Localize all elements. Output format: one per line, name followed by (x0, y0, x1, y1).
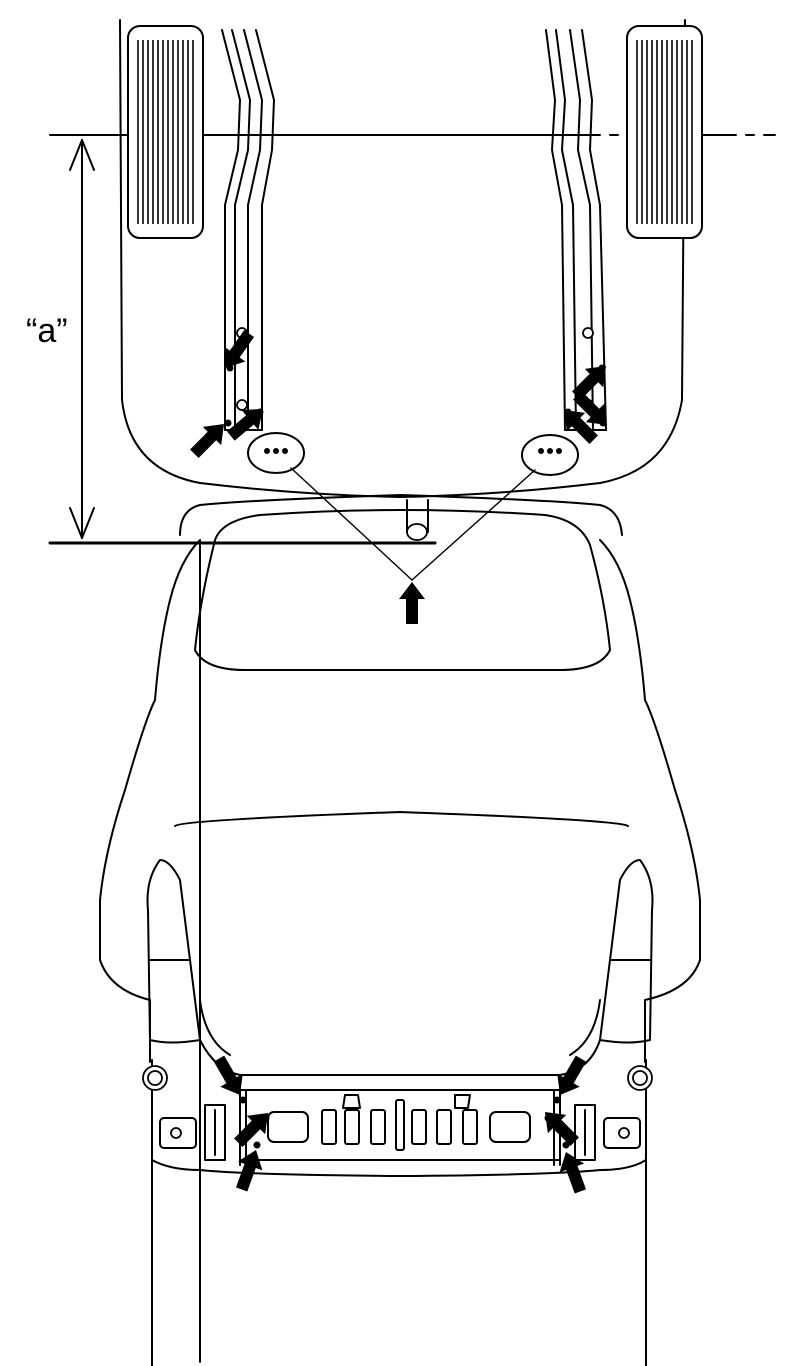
left-tail-lamp (146, 859, 201, 1044)
arrow-icon (572, 366, 606, 400)
arrow-icon (557, 1055, 587, 1095)
tow-hook (406, 499, 429, 541)
left-frame-rail (221, 29, 275, 431)
left-floor-pad (127, 25, 204, 239)
rear-panel (239, 1089, 561, 1166)
arrow-icon (235, 1150, 263, 1192)
arrow-icon (190, 424, 224, 458)
arrow-icon (399, 582, 425, 624)
rear-body-outline (99, 539, 201, 1363)
callout-arrows-bottom (213, 1055, 587, 1194)
arrow-icon (226, 409, 263, 441)
right-weld-group (521, 434, 579, 476)
rear-elevation-view (99, 494, 701, 1366)
arrow-icon (545, 1112, 579, 1146)
arrow-icon (234, 1113, 268, 1147)
arrow-icon (224, 330, 255, 368)
underbody-plan-view: “a” (26, 19, 776, 624)
rear-body-outline (119, 19, 686, 498)
right-tail-lamp (599, 859, 654, 1044)
arrow-icon (69, 507, 95, 539)
arrow-icon (573, 391, 607, 425)
callout-arrows-top (190, 330, 607, 624)
right-floor-pad (626, 25, 703, 239)
rear-window (194, 509, 611, 671)
left-weld-group (247, 432, 305, 474)
arrow-icon (213, 1055, 243, 1095)
arrow-icon (559, 1152, 587, 1194)
callout-leaders (290, 467, 536, 581)
dimension-label: “a” (26, 312, 68, 350)
bumper-lower (199, 1169, 601, 1177)
arrow-icon (69, 139, 95, 171)
left-reflector (142, 1065, 168, 1091)
right-bracket (574, 1104, 641, 1161)
right-reflector (627, 1065, 653, 1091)
left-bracket (159, 1104, 226, 1161)
dimension-a: “a” (26, 139, 95, 539)
arrow-icon (564, 410, 598, 444)
